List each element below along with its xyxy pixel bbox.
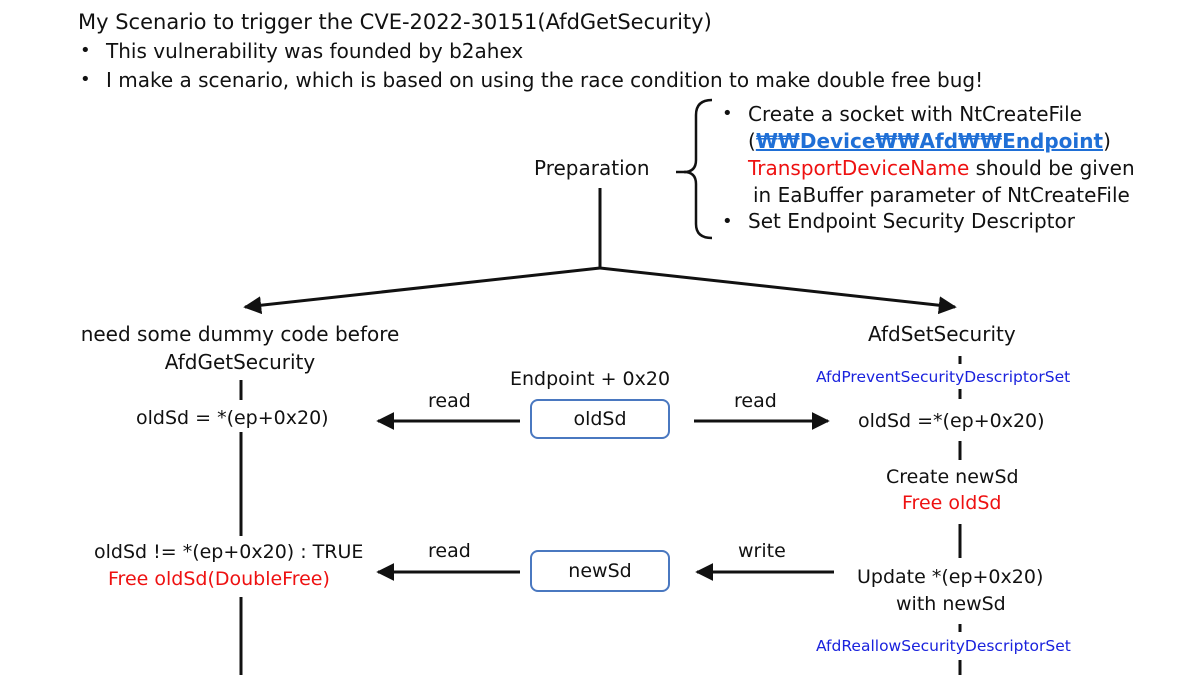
branch-right-arrow — [599, 266, 957, 315]
prep-note-rest: should be given — [969, 156, 1135, 180]
preparation-bracket — [683, 98, 713, 240]
header-bullet-1: This vulnerability was founded by b2ahex — [106, 39, 524, 63]
branch-left-arrow — [243, 266, 601, 315]
update-with-newsd: with newSd — [896, 593, 1006, 615]
prevent-sd-set: AfdPreventSecurityDescriptorSet — [816, 368, 1071, 386]
right-branch-title: AfdSetSecurity — [868, 322, 1016, 346]
paren-close: ) — [1103, 129, 1111, 153]
create-newsd: Create newSd — [886, 466, 1019, 488]
paren-open: ( — [748, 129, 756, 153]
left-double-free: Free oldSd(DoubleFree) — [108, 568, 330, 590]
prep-step1: Create a socket with NtCreateFile — [748, 102, 1082, 126]
bullet-dot-2: • — [80, 69, 91, 90]
bullet-dot-1: • — [80, 40, 91, 61]
left-compare: oldSd != *(ep+0x20) : TRUE — [94, 541, 364, 563]
preparation-label: Preparation — [534, 156, 650, 180]
update-ep: Update *(ep+0x20) — [857, 566, 1044, 588]
reallow-sd-set: AfdReallowSecurityDescriptorSet — [816, 637, 1071, 655]
prep-note-line1: TransportDeviceName should be given — [748, 156, 1135, 180]
transport-device-name: TransportDeviceName — [748, 156, 970, 180]
read-label-right-1: read — [734, 390, 777, 412]
prep-bullet-dot-2: • — [722, 211, 733, 232]
free-oldsd: Free oldSd — [902, 492, 1002, 514]
right-read-oldsd: oldSd =*(ep+0x20) — [858, 410, 1045, 432]
new-sd-box: newSd — [530, 550, 670, 592]
left-branch-title-2: AfdGetSecurity — [164, 350, 316, 374]
prep-step1-path-line: (₩₩Device₩₩Afd₩₩Endpoint) — [748, 129, 1111, 153]
prep-note-line2: in EaBuffer parameter of NtCreateFile — [753, 183, 1130, 207]
read-label-left-2: read — [428, 540, 471, 562]
write-label: write — [738, 540, 786, 562]
left-branch-title-1: need some dummy code before — [80, 322, 400, 346]
old-sd-box: oldSd — [530, 399, 670, 439]
header-bullet-2: I make a scenario, which is based on usi… — [106, 68, 984, 92]
read-label-left-1: read — [428, 390, 471, 412]
page-title: My Scenario to trigger the CVE-2022-3015… — [78, 10, 712, 34]
endpoint-device-path-link[interactable]: ₩₩Device₩₩Afd₩₩Endpoint — [755, 129, 1104, 153]
prep-step2: Set Endpoint Security Descriptor — [748, 209, 1075, 233]
left-read-oldsd: oldSd = *(ep+0x20) — [136, 407, 329, 429]
prep-bullet-dot-1: • — [722, 103, 733, 124]
endpoint-offset-label: Endpoint + 0x20 — [510, 368, 671, 390]
